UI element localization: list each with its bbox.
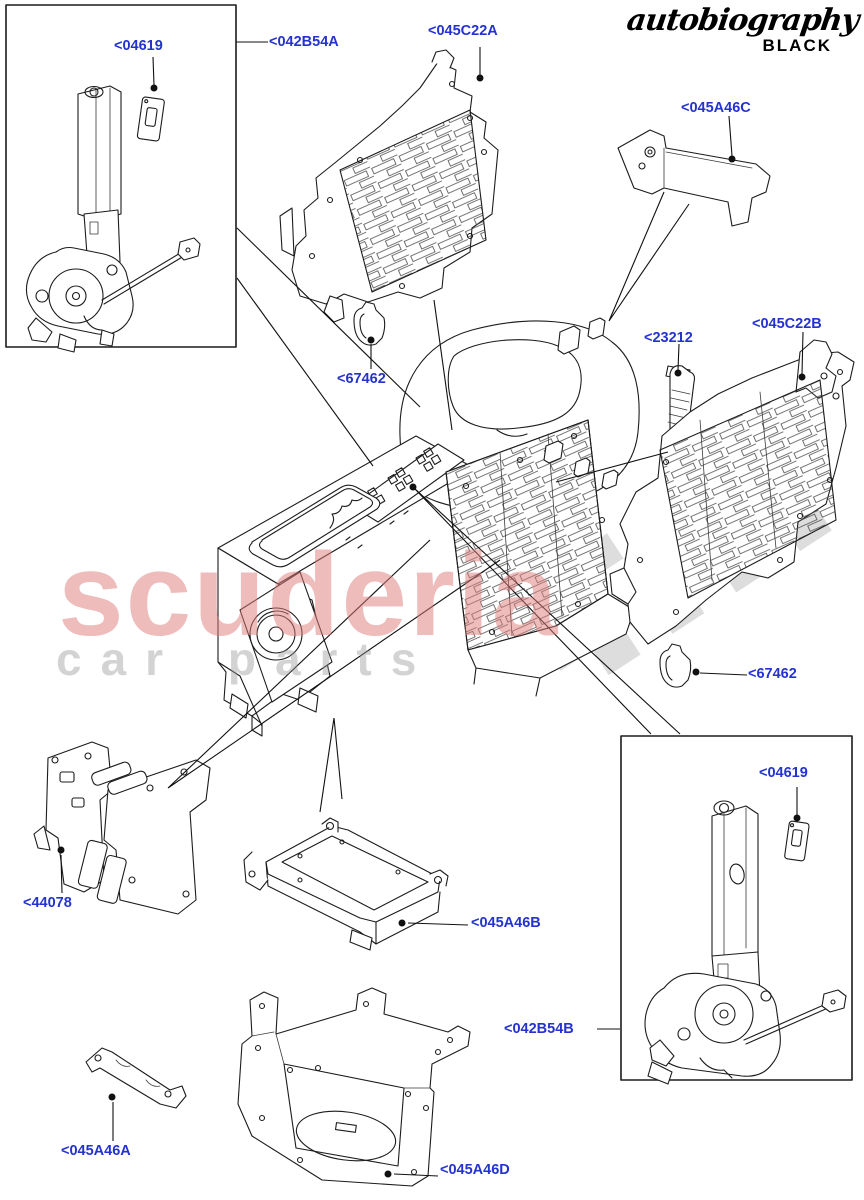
detail-box-042b54a (6, 5, 236, 352)
part-label-042b54a[interactable]: <042B54A (269, 34, 339, 50)
part-label-04619-b[interactable]: <04619 (759, 765, 808, 781)
part-label-67462-left[interactable]: <67462 (337, 371, 386, 387)
part-label-045c22b[interactable]: <045C22B (752, 316, 822, 332)
part-label-042b54b[interactable]: <042B54B (504, 1021, 574, 1037)
detail-box-042b54b (621, 736, 852, 1084)
part-label-045a46d[interactable]: <045A46D (440, 1162, 510, 1178)
part-label-045a46a[interactable]: <045A46A (61, 1143, 131, 1159)
part-04619-plate-b-drawing (784, 821, 809, 861)
brand-logo: autobiography BLACK (624, 3, 861, 55)
part-label-045a46b[interactable]: <045A46B (471, 915, 541, 931)
part-04619-plate-a-drawing (137, 97, 165, 142)
part-045c22b-panel-drawing (610, 340, 854, 644)
leader-lines (61, 42, 803, 1176)
part-045a46b-tray-drawing (244, 818, 448, 950)
brand-sub-text: BLACK (762, 36, 832, 55)
part-label-04619-a[interactable]: <04619 (114, 38, 163, 54)
part-44078-bracket-drawing (34, 742, 210, 914)
part-label-67462-right[interactable]: <67462 (748, 666, 797, 682)
part-045c22a-panel-drawing (280, 50, 498, 322)
part-label-44078[interactable]: <44078 (23, 895, 72, 911)
console-assembly-drawing (218, 318, 639, 736)
part-045a46c-bracket-drawing (618, 130, 770, 226)
brand-script-text: autobiography (624, 3, 861, 38)
part-67462-hook-right-drawing (660, 644, 691, 687)
part-label-045a46c[interactable]: <045A46C (681, 100, 751, 116)
callout-dots (57, 74, 806, 1178)
part-042b54b-assembly-drawing (645, 801, 846, 1084)
part-label-045c22a[interactable]: <045C22A (428, 23, 498, 39)
part-label-23212[interactable]: <23212 (644, 330, 693, 346)
part-045a46a-bracket-drawing (86, 1048, 186, 1108)
part-045a46d-frame-drawing (238, 988, 470, 1186)
part-67462-hook-left-drawing (354, 302, 385, 345)
part-042b54a-assembly-drawing (26, 86, 200, 352)
